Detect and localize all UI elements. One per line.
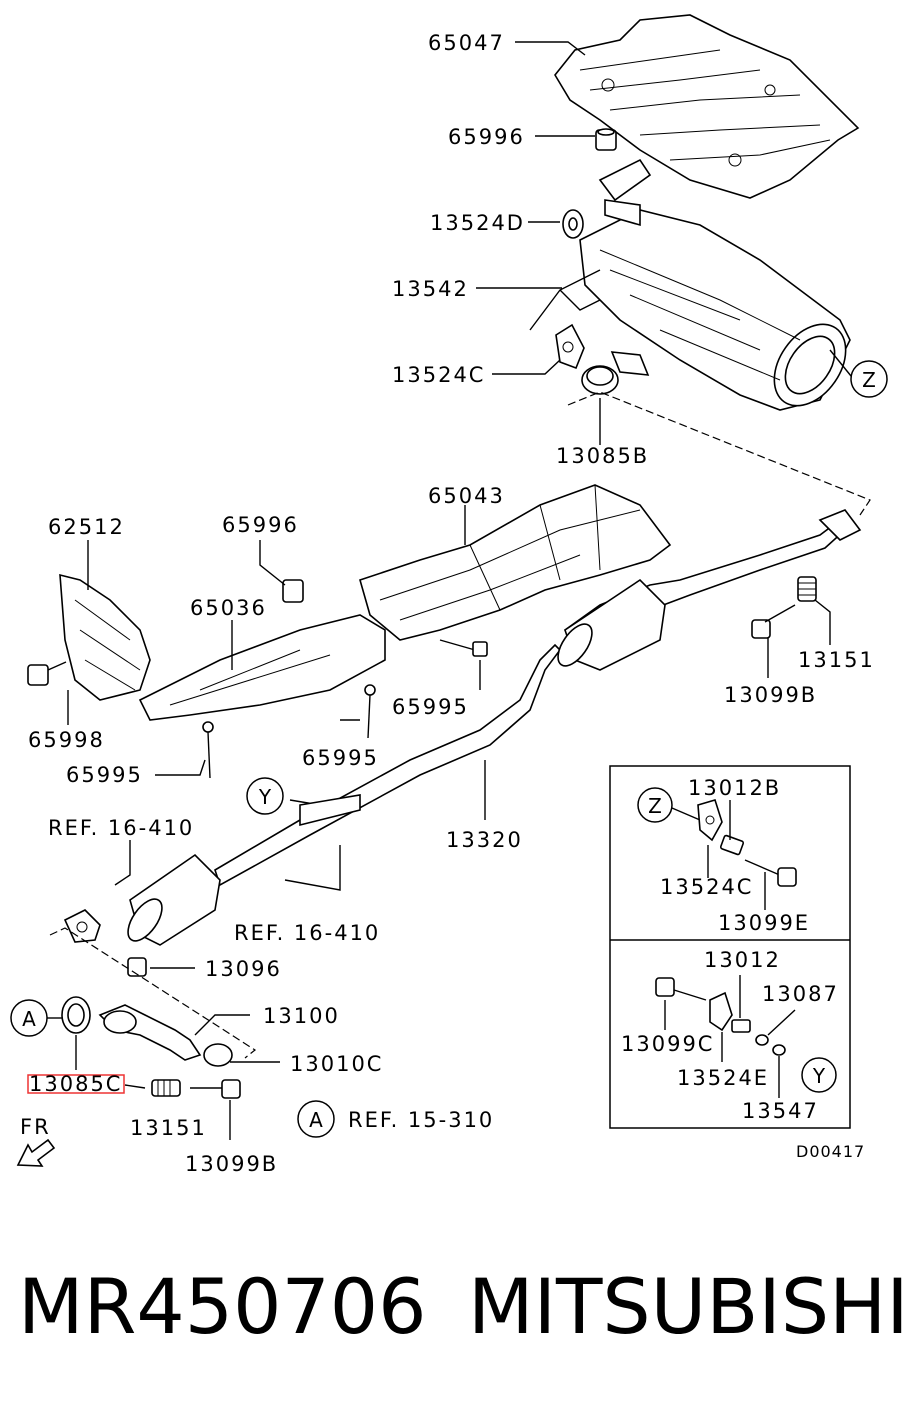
label-65996-mid: 65996 — [222, 513, 299, 537]
label-65995-c: 65995 — [392, 695, 469, 719]
label-65995-b: 65995 — [302, 746, 379, 770]
gasket-13085C — [61, 996, 91, 1034]
hanger-13524D — [562, 209, 584, 239]
label-13524E: 13524E — [677, 1066, 769, 1090]
label-ref-16410-a: REF. 16-410 — [48, 816, 194, 840]
callout-y-detail — [801, 1057, 837, 1093]
label-65043: 65043 — [428, 484, 505, 508]
bolt-65998 — [27, 661, 67, 686]
heat-shield-65043 — [359, 484, 672, 641]
nut-65996-top — [595, 128, 617, 151]
flange-front — [63, 909, 101, 943]
hanger-13524E — [709, 991, 733, 1032]
svg-text:A: A — [22, 1007, 36, 1031]
label-13100: 13100 — [263, 1004, 340, 1028]
footer: MR450706 MITSUBISHI — [18, 1262, 909, 1382]
brand-name: MITSUBISHI — [468, 1262, 909, 1351]
hanger-13524C-upper — [555, 323, 585, 370]
svg-text:Z: Z — [648, 794, 662, 818]
label-13099C: 13099C — [621, 1032, 714, 1056]
label-ref-16410-b: REF. 16-410 — [234, 921, 380, 945]
label-fr: FR — [20, 1115, 51, 1139]
ref-bracket-16410-b — [284, 845, 341, 891]
svg-text:Y: Y — [258, 785, 272, 809]
bolt-13099B-right — [751, 604, 796, 639]
bracket-62512 — [59, 573, 151, 701]
label-13085B: 13085B — [556, 444, 649, 468]
callout-y-main: Y — [246, 777, 284, 815]
heat-shield-65047 — [554, 14, 860, 199]
label-13099E: 13099E — [718, 911, 810, 935]
gasket-13010C — [203, 1043, 233, 1067]
label-13524C-detail: 13524C — [660, 875, 753, 899]
label-65998: 65998 — [28, 728, 105, 752]
hanger-bracket-y — [299, 794, 361, 827]
label-13010C: 13010C — [290, 1052, 383, 1076]
muffler-13542 — [529, 158, 851, 411]
label-65995-a: 65995 — [66, 763, 143, 787]
washer-13547 — [772, 1044, 786, 1056]
heat-shield-65036 — [138, 614, 386, 721]
label-65047: 65047 — [428, 31, 505, 55]
bolt-13099C — [655, 977, 675, 997]
label-13096: 13096 — [205, 957, 282, 981]
svg-text:A: A — [309, 1108, 323, 1132]
label-13524D: 13524D — [430, 211, 525, 235]
callout-a-left: A — [10, 999, 62, 1037]
svg-text:Y: Y — [812, 1064, 826, 1088]
front-pipe-13100 — [98, 1004, 202, 1061]
label-13151-right: 13151 — [798, 648, 875, 672]
label-13151-left: 13151 — [130, 1116, 207, 1140]
label-13547: 13547 — [742, 1099, 819, 1123]
highlight-13085C — [27, 1074, 125, 1094]
bolt-13099B-left — [190, 1079, 241, 1099]
part-number: MR450706 — [18, 1262, 427, 1351]
part-labels: 65047 65996 13524D 13542 13524C 13085B 6… — [20, 31, 875, 1176]
callout-z-main: Z — [829, 349, 888, 398]
callout-z-detail — [637, 787, 673, 823]
label-13320: 13320 — [446, 828, 523, 852]
leader-lines — [67, 41, 831, 1140]
label-13012B: 13012B — [688, 776, 781, 800]
callout-a-ref: A — [297, 1100, 335, 1138]
nut-13096 — [127, 957, 147, 977]
bolt-65995-b — [364, 684, 376, 739]
bolt-65995-c — [439, 639, 488, 657]
bolt-13099E — [777, 867, 797, 887]
svg-text:Z: Z — [862, 368, 876, 392]
label-13087: 13087 — [762, 982, 839, 1006]
label-65036: 65036 — [190, 596, 267, 620]
spring-13151-right — [797, 576, 817, 602]
detail-box: Z 13012B 13524C 13099E Y 13012 13087 130… — [609, 765, 851, 1129]
label-13542: 13542 — [392, 277, 469, 301]
diagram-code: D00417 — [796, 1142, 865, 1161]
label-13085C: 13085C — [29, 1072, 122, 1096]
label-62512: 62512 — [48, 515, 125, 539]
washer-13087 — [755, 1034, 769, 1046]
front-arrow-icon — [16, 1138, 56, 1167]
label-13099B-right: 13099B — [724, 683, 817, 707]
bolt-65995-a — [202, 721, 214, 779]
bushing-13012B — [719, 834, 745, 856]
dash-line-rear — [567, 391, 871, 516]
label-65996-top: 65996 — [448, 125, 525, 149]
label-ref-15310: REF. 15-310 — [348, 1108, 494, 1132]
nut-65996-mid — [282, 579, 304, 603]
spring-13151-left — [151, 1079, 181, 1097]
exhaust-parts-diagram: 65047 65996 13524D 13542 13524C 13085B 6… — [10, 14, 888, 1176]
label-13524C: 13524C — [392, 363, 485, 387]
bushing-13012 — [731, 1019, 751, 1033]
gasket-13085B — [581, 351, 650, 395]
label-13012: 13012 — [704, 948, 781, 972]
label-13099B-left: 13099B — [185, 1152, 278, 1176]
hanger-13524C-detail — [697, 799, 723, 842]
